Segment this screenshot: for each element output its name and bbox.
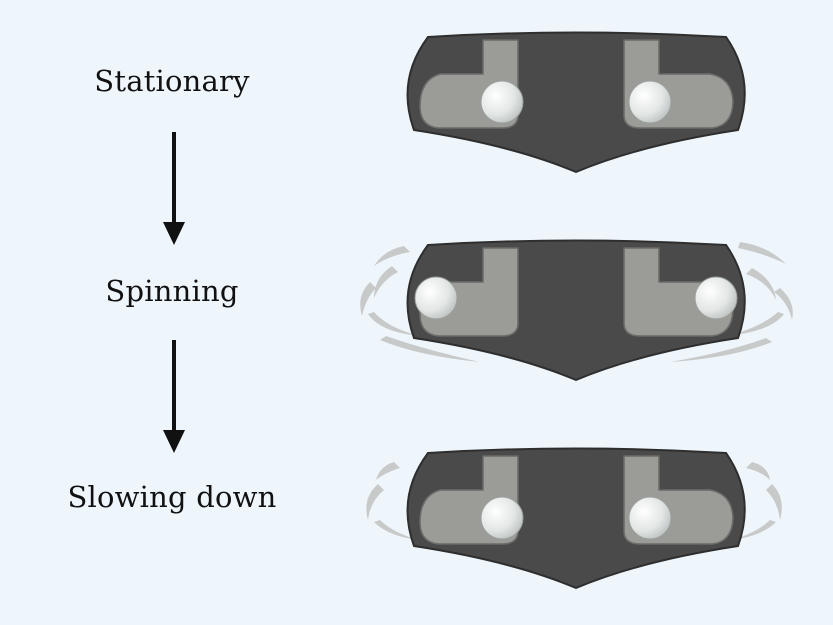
- stage-label-slowing-down: Slowing down: [67, 480, 277, 514]
- motion-lines-left: [360, 246, 480, 362]
- down-arrow-2: [163, 340, 185, 453]
- stage-label-spinning: Spinning: [105, 274, 239, 308]
- motion-lines-right: [732, 462, 782, 540]
- left-weight-ball: [414, 276, 458, 320]
- spinner-slowing-down: [366, 447, 782, 590]
- right-weight-ball: [628, 496, 672, 540]
- spinner-stationary: [406, 31, 746, 174]
- down-arrow-1: [163, 132, 185, 245]
- spinner-spinning: [360, 239, 793, 382]
- left-weight-ball: [480, 80, 524, 124]
- motion-lines-right: [670, 242, 793, 362]
- right-weight-ball: [628, 80, 672, 124]
- right-weight-ball: [694, 276, 738, 320]
- left-weight-ball: [480, 496, 524, 540]
- stage-label-stationary: Stationary: [94, 64, 250, 98]
- motion-lines-left: [366, 462, 418, 540]
